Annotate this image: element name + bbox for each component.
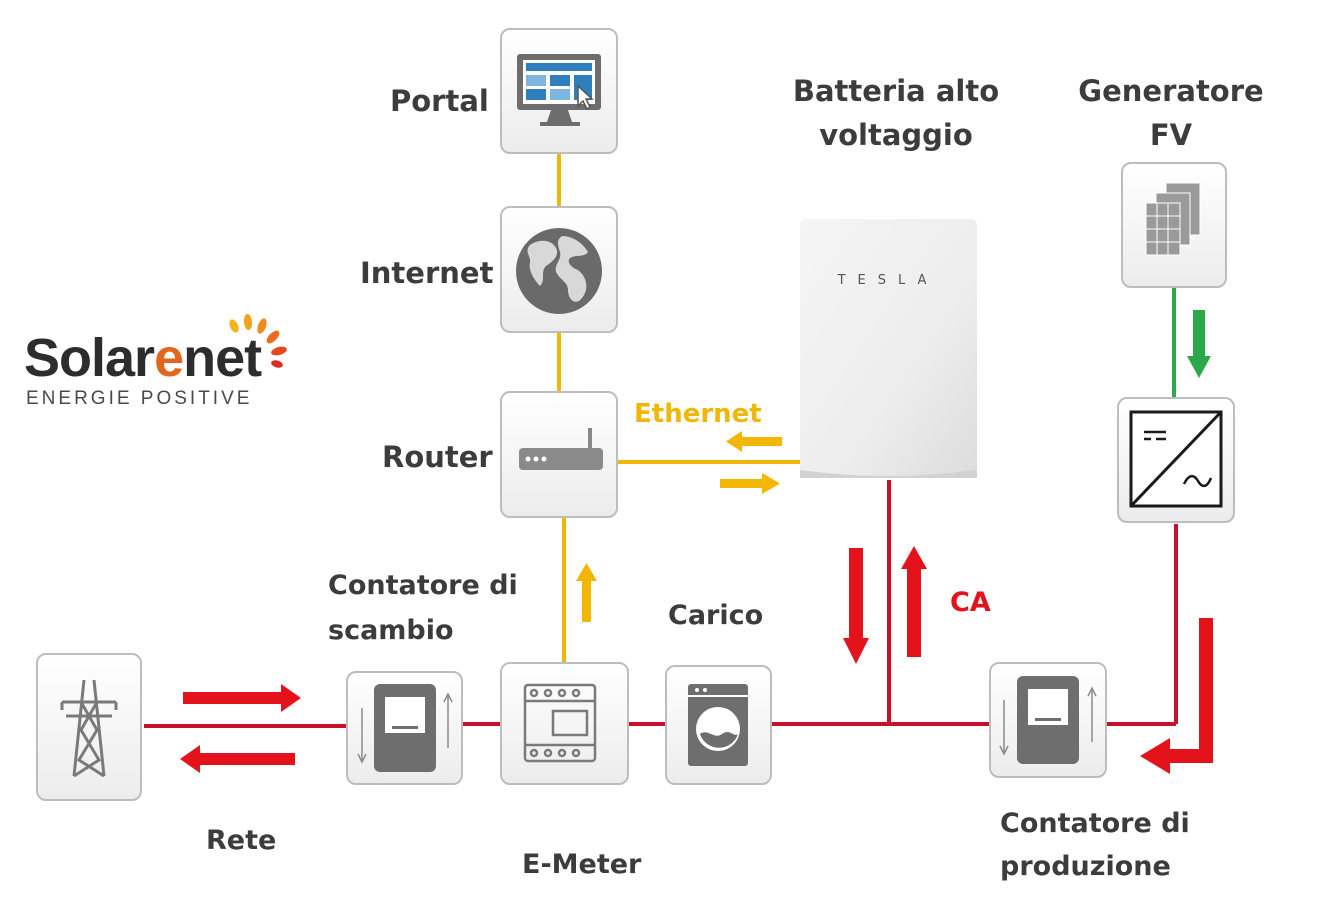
emeter-box xyxy=(500,662,629,785)
production-meter-icon xyxy=(999,676,1097,764)
portal-label: Portal xyxy=(390,84,489,118)
grid-label: Rete xyxy=(206,825,277,856)
emeter-label: E-Meter xyxy=(522,849,642,880)
solar-panel-icon xyxy=(1145,182,1201,256)
flow-arrows xyxy=(180,310,1213,774)
ethernet-label: Ethernet xyxy=(634,399,762,429)
monitor-icon xyxy=(517,54,601,126)
logo-sun-rays-icon xyxy=(229,314,287,368)
router-icon xyxy=(519,428,603,470)
load-label: Carico xyxy=(668,600,764,631)
battery-label-line1: Batteria alto xyxy=(792,74,1000,108)
emeter-icon xyxy=(523,683,597,763)
logo-wordmark-accent: e xyxy=(154,328,184,388)
battery-icon xyxy=(800,219,977,478)
portal-box xyxy=(500,28,618,154)
inverter-output-arrow xyxy=(1140,618,1213,774)
grid-import-arrow xyxy=(180,745,295,773)
logo-wordmark-prefix: Solar xyxy=(24,328,155,388)
router-label: Router xyxy=(382,440,493,474)
battery-label-line2: voltaggio xyxy=(819,118,973,152)
logo-tagline: ENERGIE POSITIVE xyxy=(26,388,253,409)
internet-box xyxy=(500,206,618,333)
washing-machine-icon xyxy=(688,684,748,766)
load-box xyxy=(665,665,772,785)
pv-dc-arrow xyxy=(1187,310,1211,378)
pv-label-line1: Generatore xyxy=(1078,74,1264,108)
transmission-tower-icon xyxy=(60,679,118,778)
data-connections xyxy=(557,154,800,663)
internet-label: Internet xyxy=(360,256,494,290)
battery-brand: TESLA xyxy=(837,273,939,288)
globe-icon xyxy=(516,228,602,314)
production-meter-box xyxy=(989,662,1107,778)
ethernet-arrow-left xyxy=(726,431,782,452)
production-meter-label-line1: Contatore di xyxy=(1000,808,1190,839)
emeter-router-arrow-up xyxy=(576,563,597,622)
inverter-box xyxy=(1117,397,1235,523)
exchange-meter-icon xyxy=(357,684,453,772)
power-connections xyxy=(144,480,1178,728)
ca-label: CA xyxy=(950,587,991,618)
router-box xyxy=(500,391,618,518)
battery-charge-arrow xyxy=(843,548,869,664)
inverter-icon xyxy=(1129,410,1223,508)
ethernet-arrow-right xyxy=(720,473,780,494)
pv-label-line2: FV xyxy=(1149,118,1193,152)
logo-wordmark-suffix: net xyxy=(183,328,262,388)
exchange-meter-label-line2: scambio xyxy=(328,615,454,646)
battery-discharge-arrow xyxy=(901,546,927,657)
grid-box xyxy=(36,653,142,801)
exchange-meter-label-line1: Contatore di xyxy=(328,570,518,601)
exchange-meter-box xyxy=(346,671,463,785)
production-meter-label-line2: produzione xyxy=(1000,851,1171,882)
grid-export-arrow xyxy=(183,684,301,712)
pv-generator-box xyxy=(1121,162,1227,288)
logo-wordmark: Solarenet xyxy=(24,328,262,388)
